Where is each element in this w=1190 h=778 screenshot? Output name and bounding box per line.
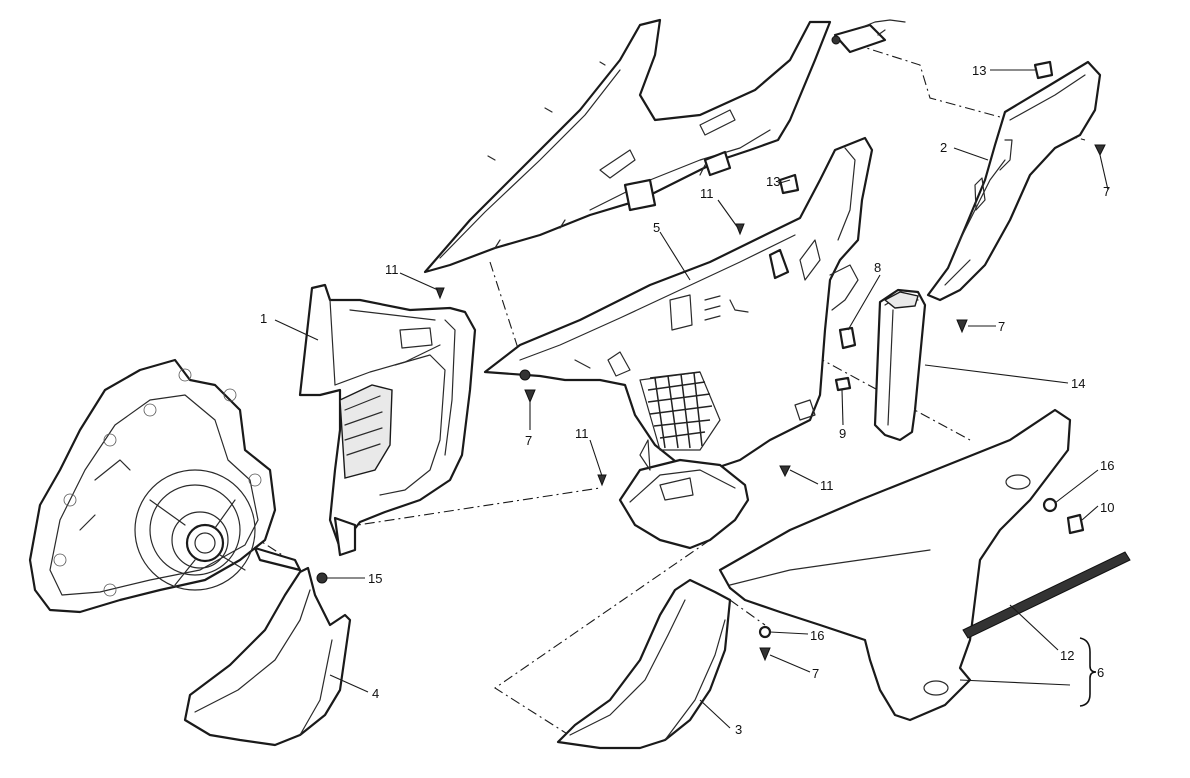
engine-cover bbox=[28, 358, 302, 614]
callout-2: 2 bbox=[940, 140, 947, 155]
side-panel-2 bbox=[926, 60, 1102, 302]
air-duct-14 bbox=[873, 288, 927, 442]
callout-labels: 1 2 3 4 5 6 7 7 7 7 8 9 10 11 11 11 11 1… bbox=[260, 63, 1114, 737]
callout-7-right-mid: 7 bbox=[998, 319, 1005, 334]
leader-lines bbox=[274, 69, 1109, 729]
callout-6: 6 bbox=[1097, 665, 1104, 680]
callout-1: 1 bbox=[260, 311, 267, 326]
callout-12: 12 bbox=[1060, 648, 1074, 663]
callout-13-center: 13 bbox=[766, 174, 780, 189]
callout-14: 14 bbox=[1071, 376, 1085, 391]
callout-5: 5 bbox=[653, 220, 660, 235]
callout-13-right: 13 bbox=[972, 63, 986, 78]
side-fairing-6 bbox=[718, 408, 1131, 722]
callout-11-right: 11 bbox=[820, 478, 834, 493]
inner-panel-1 bbox=[298, 283, 477, 557]
decal-stripe bbox=[962, 551, 1131, 639]
hardware bbox=[316, 60, 1106, 662]
inner-panel-5 bbox=[483, 136, 874, 550]
callout-7-lower: 7 bbox=[812, 666, 819, 681]
callout-9: 9 bbox=[839, 426, 846, 441]
lower-scoop-4 bbox=[183, 566, 352, 747]
callout-7-center: 7 bbox=[525, 433, 532, 448]
callout-11-left: 11 bbox=[385, 262, 399, 277]
callout-11-top: 11 bbox=[700, 186, 714, 201]
callout-16-lower: 16 bbox=[810, 628, 824, 643]
callout-7-right-top: 7 bbox=[1103, 184, 1110, 199]
callout-16-right: 16 bbox=[1100, 458, 1114, 473]
callout-8: 8 bbox=[874, 260, 881, 275]
lower-scoop-3 bbox=[556, 578, 732, 750]
upper-fairing bbox=[423, 18, 906, 274]
callout-11-center: 11 bbox=[575, 426, 589, 441]
callout-15: 15 bbox=[368, 571, 382, 586]
callout-3: 3 bbox=[735, 722, 742, 737]
callout-4: 4 bbox=[372, 686, 379, 701]
callout-10: 10 bbox=[1100, 500, 1114, 515]
